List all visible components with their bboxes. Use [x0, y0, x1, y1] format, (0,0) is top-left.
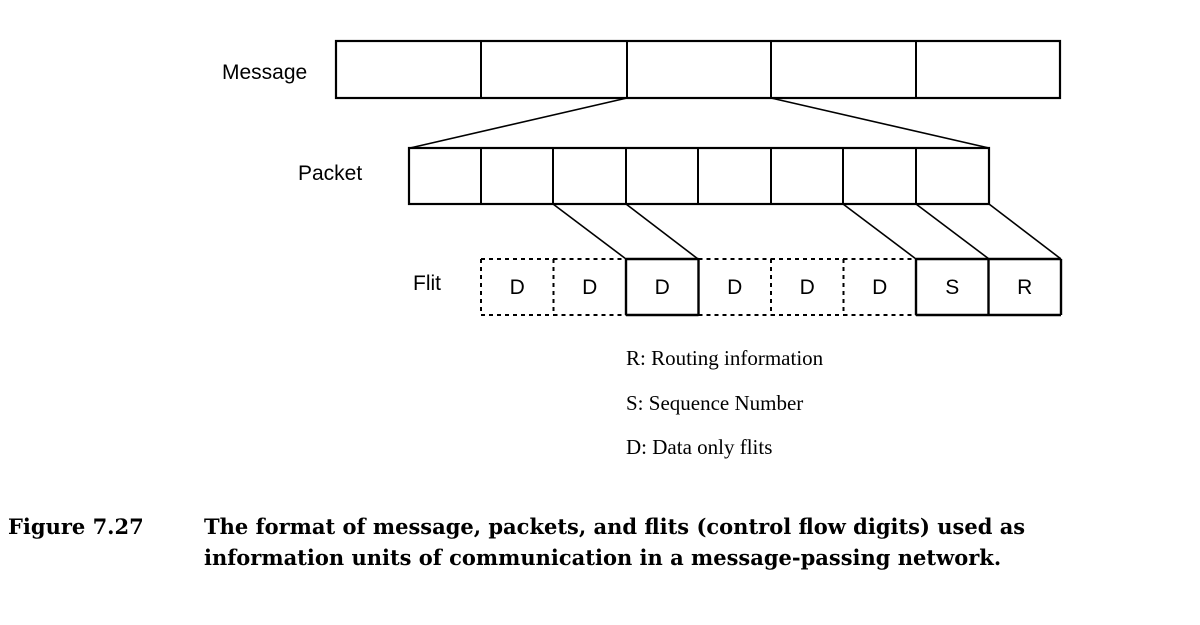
legend-item-sequence: S: Sequence Number [626, 391, 803, 415]
flit-label: D [800, 276, 815, 299]
legend-item-data: D: Data only flits [626, 435, 772, 459]
packet-to-flit-line [552, 203, 627, 260]
packet-to-flit-line [625, 203, 699, 260]
message-row-label: Message [222, 61, 307, 84]
packet-to-flit-line [842, 203, 917, 260]
caption-line-1: The format of message, packets, and flit… [204, 514, 1026, 539]
message-box [334, 39, 1062, 100]
flit-row-label: Flit [413, 272, 441, 295]
message-row [334, 39, 1062, 100]
flit-label: D [872, 276, 887, 299]
flit-label: R [1017, 276, 1032, 299]
packet-to-flit-line [915, 203, 990, 260]
figure-caption: Figure 7.27 The format of message, packet… [8, 511, 1198, 573]
flit-label: D [655, 276, 670, 299]
flit-label: D [510, 276, 525, 299]
message-to-packet-line-right [770, 97, 990, 149]
flit-label: D [582, 276, 597, 299]
legend-item-routing: R: Routing information [626, 346, 824, 370]
figure-number: Figure 7.27 [8, 514, 144, 539]
packet-row-label: Packet [298, 162, 362, 185]
caption-line-2: information units of communication in a … [204, 545, 1002, 570]
legend: R: Routing information S: Sequence Numbe… [626, 346, 824, 459]
packet-to-flit-line [988, 203, 1062, 260]
flit-label: S [945, 276, 959, 299]
packet-row [407, 146, 991, 206]
message-to-packet-line-left [409, 97, 628, 149]
flit-label: D [727, 276, 742, 299]
